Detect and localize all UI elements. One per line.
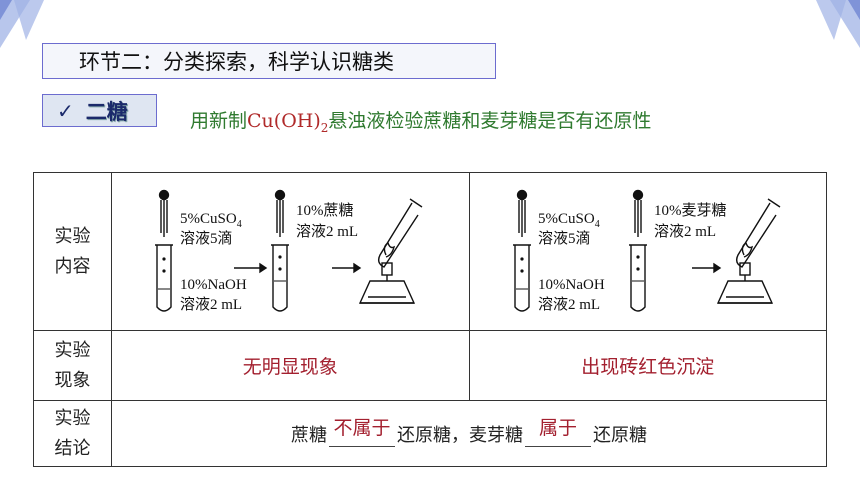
topic-tag: ✓ 二糖	[42, 94, 157, 127]
section-title-text: 环节二：分类探索，科学认识糖类	[79, 50, 394, 74]
answer-blank-2: 属于	[525, 417, 591, 447]
table-row-content: 实验 内容	[33, 172, 827, 331]
answer-2: 属于	[538, 416, 577, 439]
reagent2-amount: 溶液2 mL	[538, 296, 600, 313]
row-label-line: 结论	[54, 437, 91, 459]
reagent2-amount: 溶液2 mL	[180, 296, 242, 313]
conclusion-text: 还原糖，麦芽糖	[397, 424, 523, 446]
check-icon: ✓	[57, 98, 74, 123]
reagent1-amount: 溶液5滴	[180, 229, 233, 247]
sugar-amount: 溶液2 mL	[654, 223, 716, 240]
topic-tag-label: 二糖	[85, 98, 128, 124]
conclusion-cell: 蔗糖不属于还原糖，麦芽糖属于还原糖	[111, 400, 827, 467]
apparatus-diagram-sucrose: 5%CuSO4 溶液5滴 10%NaOH 溶液2 mL 10%蔗糖 溶液2 mL	[154, 184, 427, 319]
experiment-table: 实验 内容	[33, 172, 827, 467]
reagent2-label: 10%NaOH	[538, 277, 605, 293]
answer-blank-1: 不属于	[329, 417, 395, 447]
row-label-line: 内容	[54, 255, 91, 277]
reagent1-label: 5%CuSO4	[538, 211, 600, 230]
subtitle-formula: Cu(OH)2	[247, 110, 329, 135]
row-label-line: 实验	[54, 339, 91, 361]
conclusion-text: 蔗糖	[291, 424, 327, 446]
subtitle-formula-sub: 2	[320, 120, 329, 135]
apparatus-cell-right: 5%CuSO4 溶液5滴 10%NaOH 溶液2 mL 10%麦芽糖 溶液2 m…	[468, 172, 827, 331]
table-row-observation: 实验 现象 无明显现象 出现砖红色沉淀	[33, 330, 827, 401]
apparatus-cell-left: 5%CuSO4 溶液5滴 10%NaOH 溶液2 mL 10%蔗糖 溶液2 mL	[111, 172, 470, 331]
answer-1: 不属于	[333, 416, 391, 439]
row-label-content: 实验 内容	[33, 172, 112, 331]
sugar-label: 10%麦芽糖	[654, 202, 727, 219]
sugar-label: 10%蔗糖	[296, 202, 354, 219]
row-label-line: 实验	[54, 407, 91, 429]
row-label-line: 实验	[54, 225, 91, 247]
subtitle-pre: 用新制	[190, 110, 248, 132]
observation-maltose: 出现砖红色沉淀	[468, 330, 827, 401]
reagent1-label: 5%CuSO4	[180, 211, 242, 230]
table-row-conclusion: 实验 结论 蔗糖不属于还原糖，麦芽糖属于还原糖	[33, 400, 827, 467]
conclusion-text: 还原糖	[593, 424, 647, 446]
observation-sucrose: 无明显现象	[111, 330, 470, 401]
subtitle-post: 悬浊液检验蔗糖和麦芽糖是否有还原性	[328, 110, 652, 132]
apparatus-diagram-maltose: 5%CuSO4 溶液5滴 10%NaOH 溶液2 mL 10%麦芽糖 溶液2 m…	[511, 184, 784, 319]
reagent1-amount: 溶液5滴	[538, 229, 591, 247]
row-label-conclusion: 实验 结论	[33, 400, 112, 467]
corner-decoration-right	[816, 0, 860, 48]
row-label-line: 现象	[54, 369, 91, 391]
reagent2-label: 10%NaOH	[180, 277, 247, 293]
section-title: 环节二：分类探索，科学认识糖类	[42, 43, 496, 79]
experiment-subtitle: 用新制Cu(OH)2悬浊液检验蔗糖和麦芽糖是否有还原性	[190, 106, 651, 135]
corner-decoration-left	[0, 0, 44, 48]
sugar-amount: 溶液2 mL	[296, 223, 358, 240]
subtitle-formula-text: Cu(OH)	[247, 110, 321, 132]
row-label-observation: 实验 现象	[33, 330, 112, 401]
